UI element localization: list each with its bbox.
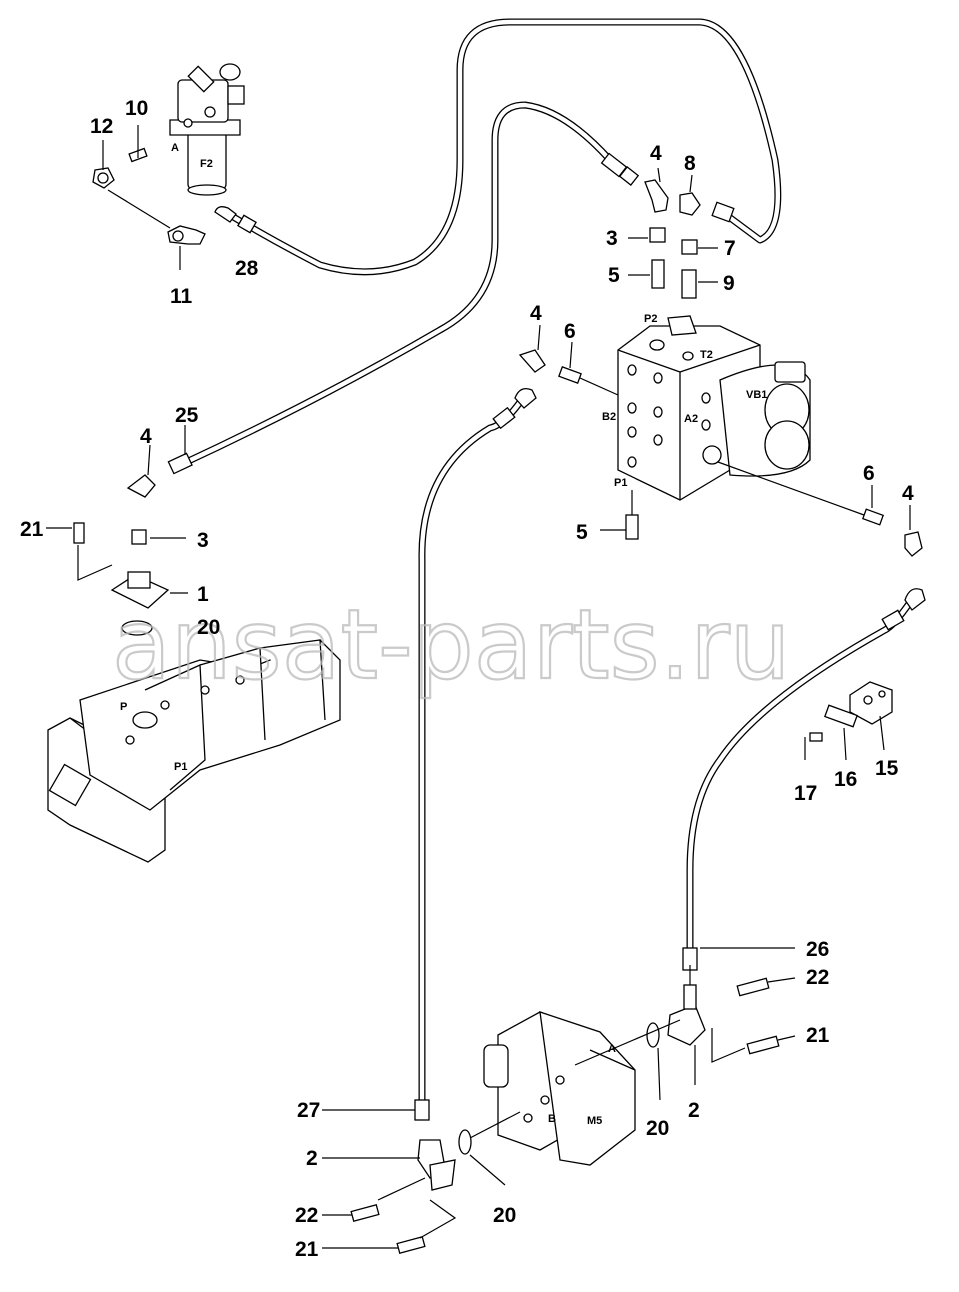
callout-11: 11 xyxy=(170,285,193,308)
clamp-parts xyxy=(804,681,893,761)
port-p1-pump-label: P1 xyxy=(174,761,187,773)
port-p1-valve-label: P1 xyxy=(614,477,627,489)
motor-m5: B A M5 xyxy=(483,1011,636,1166)
callout-4-middle: 4 xyxy=(530,302,542,325)
callout-8: 8 xyxy=(684,152,696,175)
port-p2-label: P2 xyxy=(644,313,657,325)
callout-1: 1 xyxy=(197,583,209,606)
callout-28: 28 xyxy=(235,257,259,280)
valve-block: P2 T2 B2 A2 VB1 P1 xyxy=(602,313,811,501)
port-m5-label: M5 xyxy=(587,1115,602,1127)
port-p-pump-label: P xyxy=(120,701,127,713)
callout-21-left: 21 xyxy=(20,518,44,541)
flange-fittings xyxy=(322,947,796,1254)
fittings-valve xyxy=(518,324,923,557)
port-b2-label: B2 xyxy=(602,411,616,423)
callout-16: 16 xyxy=(834,768,857,791)
callout-5-lower: 5 xyxy=(576,521,588,544)
callout-20-left: 20 xyxy=(197,616,220,639)
watermark: ansat-parts.ru xyxy=(112,589,791,701)
callout-21-bottom: 21 xyxy=(295,1238,319,1261)
callout-4-left: 4 xyxy=(140,425,152,448)
callout-3-left: 3 xyxy=(197,529,209,552)
callout-6-left: 6 xyxy=(564,320,576,343)
filter-f2: F2 A xyxy=(169,63,245,196)
hose-25 xyxy=(176,101,634,469)
callout-21-right: 21 xyxy=(806,1024,830,1047)
port-a2-label: A2 xyxy=(684,413,698,425)
port-f2-label: F2 xyxy=(200,158,213,170)
callout-15: 15 xyxy=(875,757,899,780)
callout-10: 10 xyxy=(125,97,148,120)
port-vb1-label: VB1 xyxy=(746,389,767,401)
callout-12: 12 xyxy=(90,115,113,138)
port-a-filter-label: A xyxy=(171,142,179,154)
callout-17: 17 xyxy=(794,782,817,805)
callout-4-upper: 4 xyxy=(650,142,662,165)
callout-9: 9 xyxy=(723,272,735,295)
callout-27: 27 xyxy=(297,1099,320,1122)
callout-4-right: 4 xyxy=(902,482,914,505)
callout-5-upper: 5 xyxy=(608,264,620,287)
valve-ports xyxy=(627,339,711,468)
callout-6-right: 6 xyxy=(863,462,875,485)
callout-7: 7 xyxy=(724,237,736,260)
callout-22-left: 22 xyxy=(295,1204,318,1227)
callout-20-bottom: 20 xyxy=(493,1204,516,1227)
fittings-upper-right xyxy=(628,167,718,299)
callout-numbers: 10 12 11 28 4 8 3 7 5 9 4 6 25 4 21 3 1 … xyxy=(20,97,914,1261)
hose-fittings xyxy=(167,152,926,1121)
fittings-left xyxy=(46,425,188,636)
callout-2-right: 2 xyxy=(688,1099,700,1122)
callout-25: 25 xyxy=(175,404,199,427)
fittings-upper-left xyxy=(92,125,206,270)
hose-28 xyxy=(221,18,782,276)
port-b-motor-label: B xyxy=(548,1113,556,1125)
callout-3-upper: 3 xyxy=(606,227,618,250)
pump-p1: P P1 xyxy=(47,639,341,863)
callout-2-left: 2 xyxy=(306,1147,318,1170)
callout-26: 26 xyxy=(806,938,829,961)
port-t2-label: T2 xyxy=(700,349,713,361)
hose-27 xyxy=(418,391,529,1114)
callout-20-right: 20 xyxy=(646,1117,669,1140)
callout-22-right: 22 xyxy=(806,966,829,989)
